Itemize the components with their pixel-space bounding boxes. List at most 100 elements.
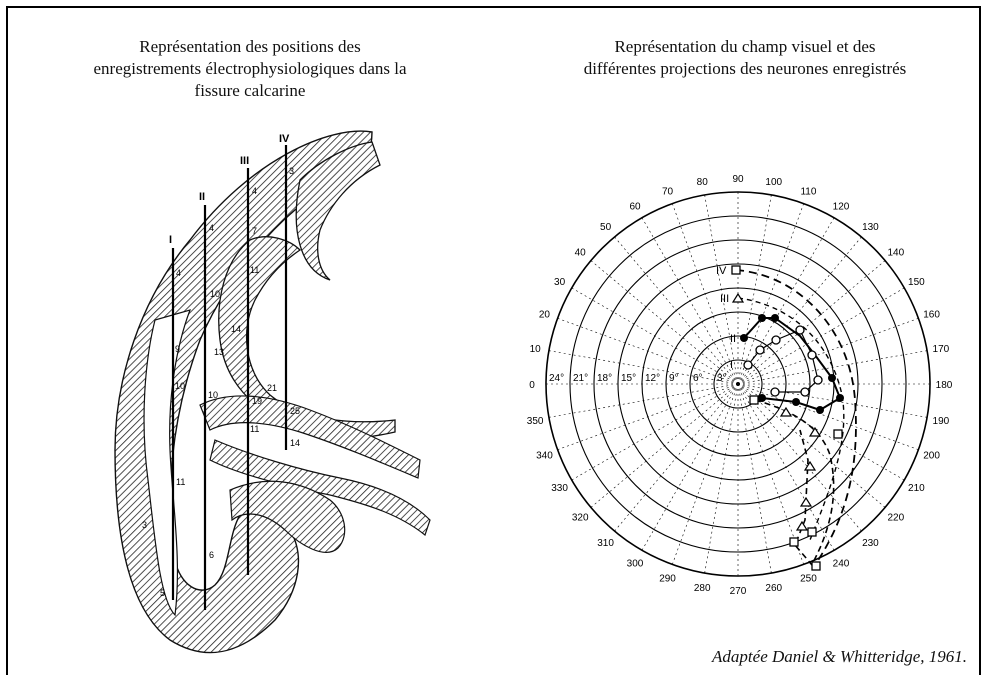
angle-label: 90 (732, 174, 744, 185)
angle-spoke (672, 203, 739, 385)
track-label-iv: IV (279, 133, 290, 145)
figure-frame (6, 6, 981, 675)
angle-spoke (737, 383, 905, 481)
marker-series-ii (740, 314, 844, 414)
angle-spoke (571, 383, 739, 481)
angle-label: 270 (730, 586, 747, 597)
angle-spoke (590, 260, 739, 385)
site-label: 11 (176, 477, 185, 487)
cortex-gyrus-upper (218, 141, 396, 440)
angle-label: 10 (530, 344, 542, 355)
left-title-line-3: fissure calcarine (194, 81, 306, 100)
angle-label: 280 (694, 583, 711, 594)
angle-label: 80 (697, 177, 709, 188)
eccentricity-label: 6° (693, 373, 703, 384)
angle-label: 170 (933, 344, 950, 355)
angle-label: 240 (833, 558, 850, 569)
angle-spoke (737, 383, 886, 508)
angle-spoke (737, 194, 772, 385)
angle-label: 20 (539, 310, 551, 321)
angle-label: 40 (575, 248, 587, 259)
angle-label: 310 (597, 538, 614, 549)
left-title-line-1: Représentation des positions des (139, 37, 361, 56)
angle-label: 340 (536, 450, 553, 461)
cortex-lower-folds (199, 395, 431, 553)
angle-spoke (641, 217, 739, 385)
angle-label: 60 (629, 202, 641, 213)
angle-spoke (737, 236, 862, 385)
track-label-i: I (169, 234, 172, 246)
angle-spoke (614, 236, 739, 385)
angle-spoke (737, 350, 928, 385)
site-label: 4 (209, 223, 214, 233)
eccentricity-label: 18° (597, 373, 612, 384)
series-label-i: I (730, 359, 733, 371)
angle-label: 100 (765, 177, 782, 188)
left-panel-title: Représentation des positions des enregis… (40, 36, 460, 102)
eccentricity-ring (689, 335, 787, 433)
site-label: 9 (175, 344, 180, 354)
eccentricity-label: 21° (573, 373, 588, 384)
angle-label: 120 (833, 202, 850, 213)
site-label: 7 (252, 226, 257, 236)
site-label: 14 (231, 324, 241, 334)
right-title-line-1: Représentation du champ visuel et des (614, 37, 876, 56)
right-panel-title: Représentation du champ visuel et des di… (525, 36, 965, 80)
series-label-ii: II (730, 333, 736, 345)
projection-line-lower (754, 399, 835, 567)
site-label: 4 (176, 268, 181, 278)
eccentricity-label: 9° (669, 373, 679, 384)
angle-label: 320 (572, 512, 589, 523)
site-label: 14 (290, 438, 300, 448)
site-label: 4 (252, 186, 257, 196)
site-label: 10 (175, 381, 185, 391)
angle-spoke (737, 260, 886, 385)
source-credit: Adaptée Daniel & Whitteridge, 1961. (712, 647, 967, 666)
angle-spoke (737, 217, 835, 385)
angle-label: 70 (662, 186, 674, 197)
series-label-iv: IV (716, 265, 727, 277)
eccentricity-ring (593, 239, 883, 529)
left-title-line-2: enregistrements électrophysiologiques da… (93, 59, 407, 78)
angle-label: 250 (800, 574, 817, 585)
angle-label: 200 (923, 450, 940, 461)
angle-label: 130 (862, 222, 879, 233)
angle-label: 290 (659, 574, 676, 585)
site-label: 3 (289, 166, 294, 176)
angle-spoke (737, 383, 835, 551)
angle-spoke (737, 383, 919, 450)
projection-line-iii (737, 297, 845, 541)
marker-series-iii (731, 292, 822, 531)
track-label-ii: II (199, 191, 205, 203)
angle-spoke (548, 383, 739, 418)
eccentricity-label: 24° (549, 373, 564, 384)
angle-label: 260 (765, 583, 782, 594)
angle-spoke (672, 383, 739, 565)
angle-label: 210 (908, 483, 925, 494)
site-label: 19 (252, 396, 262, 406)
site-label: 25 (290, 406, 300, 416)
angle-spoke (590, 383, 739, 508)
right-title-line-2: différentes projections des neurones enr… (583, 59, 907, 78)
site-label: 5 (160, 588, 165, 598)
angle-label: 180 (936, 380, 953, 391)
angle-label: 140 (887, 248, 904, 259)
series-label-iii: III (720, 293, 729, 305)
angle-label: 50 (600, 222, 612, 233)
site-label: 3 (142, 520, 147, 530)
angle-label: 30 (554, 277, 566, 288)
angle-spoke (557, 383, 739, 450)
track-label-iii: III (240, 155, 249, 167)
angle-spoke (737, 383, 928, 418)
angle-spoke (704, 383, 739, 574)
angle-spoke (614, 383, 739, 532)
site-label: 13 (214, 347, 224, 357)
angle-label: 110 (800, 186, 816, 197)
eccentricity-ring (569, 215, 907, 553)
site-label: 11 (250, 265, 259, 275)
angle-label: 230 (862, 538, 879, 549)
angle-label: 0 (529, 380, 535, 391)
projection-line-ii (743, 317, 842, 412)
site-label: 10 (210, 289, 220, 299)
